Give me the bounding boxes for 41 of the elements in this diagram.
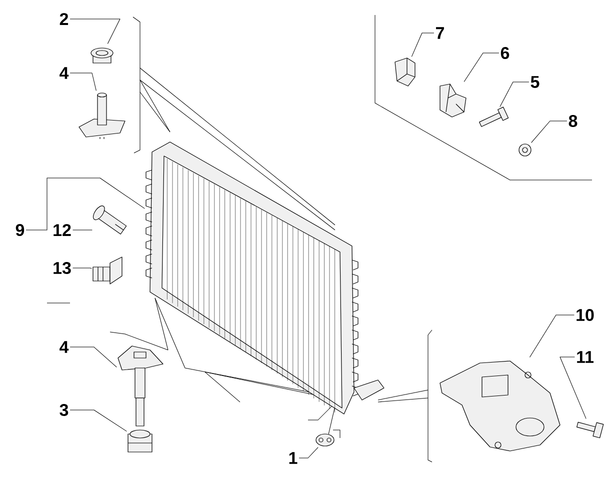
- pin-drawing: [78, 92, 126, 140]
- callout-number: 1: [289, 452, 298, 464]
- callout-number: 13: [54, 262, 71, 274]
- clip-drawing: [394, 58, 416, 86]
- bolt-drawing: [576, 422, 604, 438]
- leader-line: [529, 314, 574, 358]
- callout-number: 4: [60, 67, 69, 79]
- callout-number: 11: [577, 351, 594, 363]
- callout-number: 10: [576, 308, 594, 322]
- callout-number: 8: [568, 114, 578, 128]
- clip-drawing: [440, 84, 466, 118]
- callout-number: 5: [530, 76, 540, 88]
- cap-drawing: [90, 48, 114, 64]
- leader-line: [72, 268, 92, 269]
- bolt-drawing: [479, 106, 509, 127]
- radiator-drawing: [146, 142, 384, 414]
- washer-drawing: [316, 434, 334, 446]
- leader-line: [70, 410, 127, 432]
- leader-line: [70, 72, 96, 91]
- clip-drawing: [92, 206, 127, 234]
- leader-line: [298, 447, 318, 458]
- callout-number: 9: [16, 224, 24, 236]
- leader-line: [70, 18, 120, 44]
- bracket-drawing: [440, 360, 560, 452]
- callout-number: 4: [60, 341, 69, 353]
- leader-line: [26, 178, 145, 230]
- plug-drawing: [92, 256, 122, 284]
- callout-number: 7: [436, 27, 444, 39]
- leader-line: [531, 120, 568, 143]
- callout-number: 6: [500, 46, 510, 60]
- grommet-drawing: [128, 430, 152, 452]
- leader-line: [70, 346, 117, 368]
- nut-drawing: [518, 144, 532, 156]
- leader-line: [500, 82, 530, 107]
- bracket-drawing: [118, 346, 164, 426]
- leader-line: [560, 356, 586, 419]
- callout-number: 12: [54, 224, 71, 236]
- leader-line: [411, 32, 434, 57]
- callout-number: 3: [60, 404, 68, 416]
- leader-line: [464, 52, 500, 82]
- callout-number: 2: [60, 13, 68, 25]
